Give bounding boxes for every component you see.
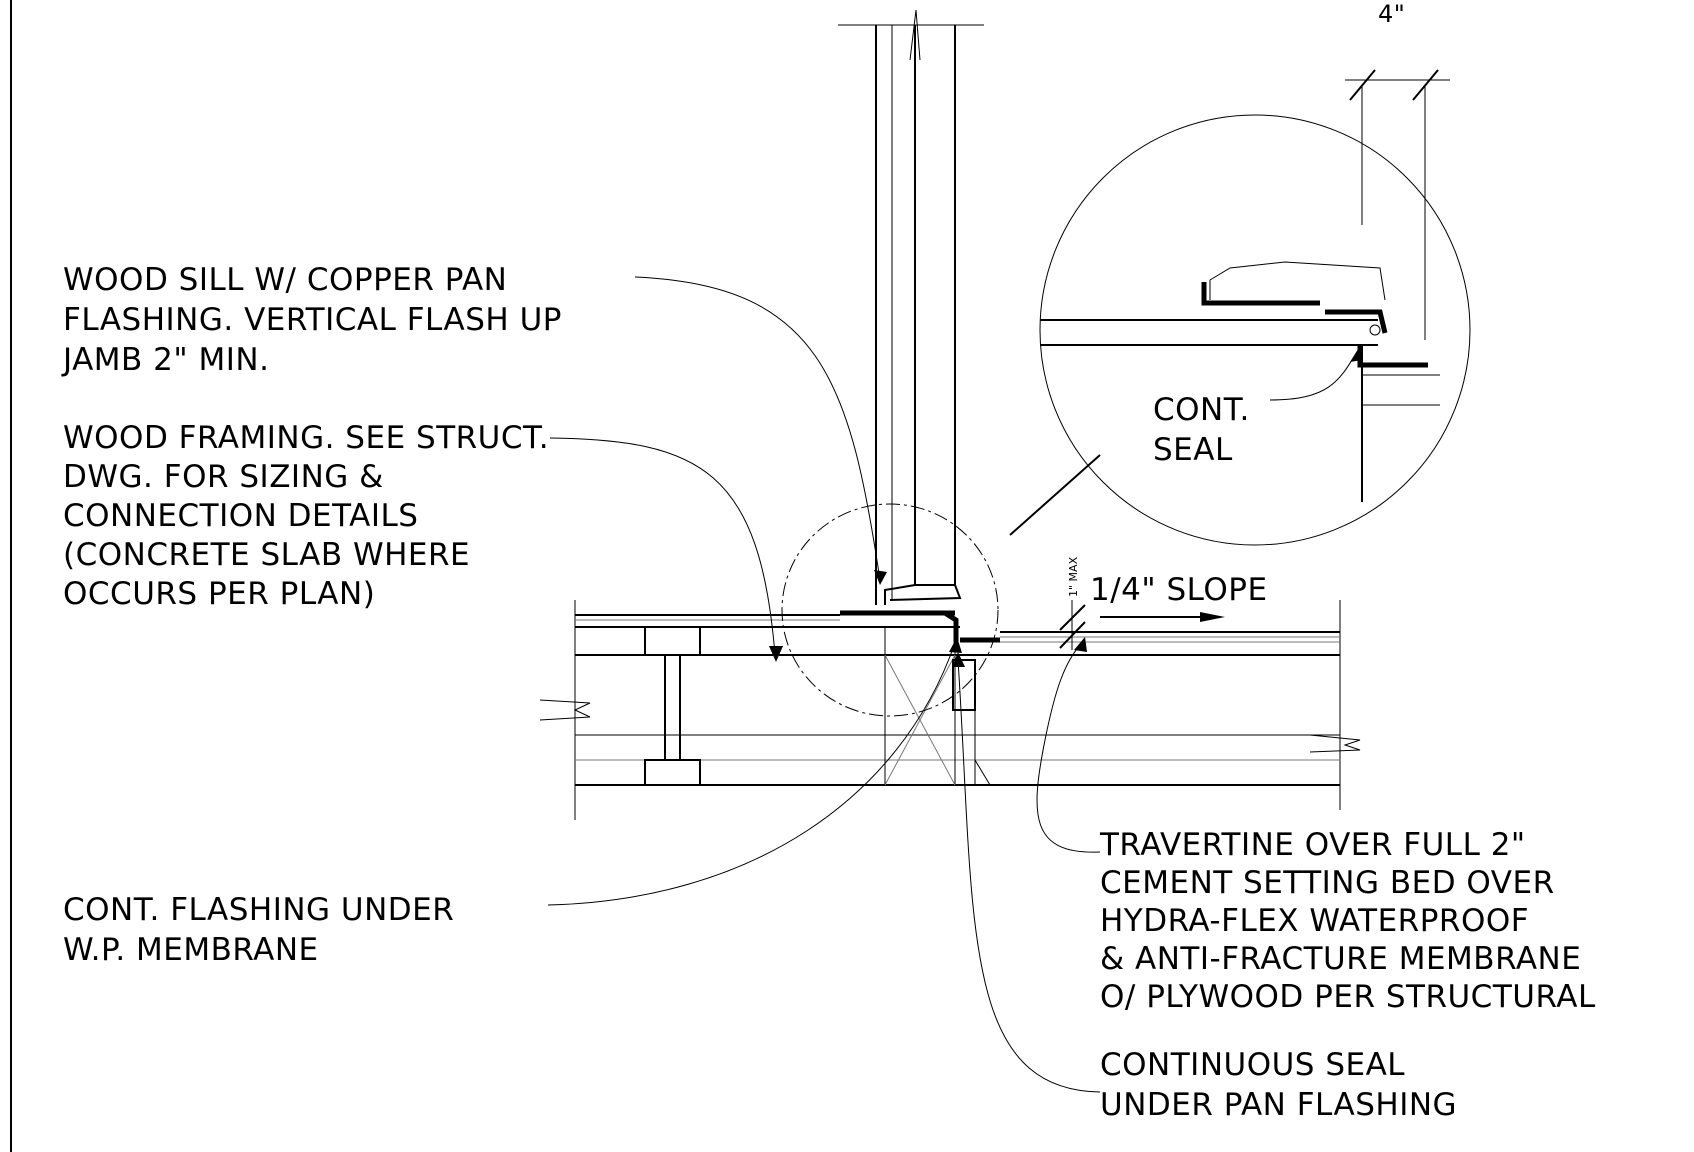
svg-text:CONNECTION DETAILS: CONNECTION DETAILS	[63, 498, 418, 534]
note-travertine: TRAVERTINE OVER FULL 2" CEMENT SETTING B…	[1099, 827, 1596, 1015]
note-sill: WOOD SILL W/ COPPER PAN FLASHING. VERTIC…	[61, 262, 562, 378]
svg-text:O/ PLYWOOD PER STRUCTURAL: O/ PLYWOOD PER STRUCTURAL	[1100, 979, 1596, 1015]
svg-text:CONTINUOUS SEAL: CONTINUOUS SEAL	[1100, 1047, 1405, 1083]
enlarged-detail	[1039, 69, 1471, 546]
wood-sill	[840, 584, 1000, 645]
slope-indicator	[1059, 600, 1225, 650]
svg-text:& ANTI-FRACTURE MEMBRANE: & ANTI-FRACTURE MEMBRANE	[1100, 941, 1581, 977]
door-jamb	[838, 9, 984, 605]
slope-label: 1/4" SLOPE	[1090, 572, 1268, 608]
note-continuous-seal: CONTINUOUS SEAL UNDER PAN FLASHING	[1100, 1047, 1457, 1123]
detail-callout-circle	[781, 503, 999, 717]
max-label: 1" MAX	[1067, 556, 1080, 597]
svg-text:WOOD FRAMING. SEE STRUCT.: WOOD FRAMING. SEE STRUCT.	[63, 420, 549, 456]
svg-text:(CONCRETE SLAB WHERE: (CONCRETE SLAB WHERE	[63, 537, 470, 573]
svg-text:TRAVERTINE OVER FULL 2": TRAVERTINE OVER FULL 2"	[1099, 827, 1526, 863]
svg-text:JAMB 2" MIN.: JAMB 2" MIN.	[61, 342, 269, 378]
note-cont-seal-detail: CONT. SEAL	[1153, 392, 1250, 468]
note-framing: WOOD FRAMING. SEE STRUCT. DWG. FOR SIZIN…	[63, 420, 549, 612]
note-cont-flashing: CONT. FLASHING UNDER W.P. MEMBRANE	[63, 892, 454, 968]
callout-leader	[1009, 454, 1101, 536]
floor-assembly	[539, 600, 1361, 820]
four-inch-label: 4"	[1378, 0, 1405, 28]
svg-text:HYDRA-FLEX WATERPROOF: HYDRA-FLEX WATERPROOF	[1100, 903, 1529, 939]
svg-text:W.P. MEMBRANE: W.P. MEMBRANE	[63, 932, 319, 968]
svg-text:CONT.: CONT.	[1153, 392, 1250, 428]
svg-text:DWG. FOR SIZING &: DWG. FOR SIZING &	[63, 459, 384, 495]
svg-text:FLASHING. VERTICAL FLASH UP: FLASHING. VERTICAL FLASH UP	[63, 302, 562, 338]
svg-text:UNDER PAN FLASHING: UNDER PAN FLASHING	[1100, 1087, 1457, 1123]
svg-text:CEMENT SETTING BED OVER: CEMENT SETTING BED OVER	[1100, 865, 1555, 901]
svg-text:OCCURS PER PLAN): OCCURS PER PLAN)	[63, 576, 375, 612]
leader-lines	[547, 276, 1101, 1093]
svg-text:WOOD SILL W/ COPPER PAN: WOOD SILL W/ COPPER PAN	[63, 262, 507, 298]
svg-text:SEAL: SEAL	[1153, 432, 1233, 468]
svg-text:CONT. FLASHING UNDER: CONT. FLASHING UNDER	[63, 892, 454, 928]
